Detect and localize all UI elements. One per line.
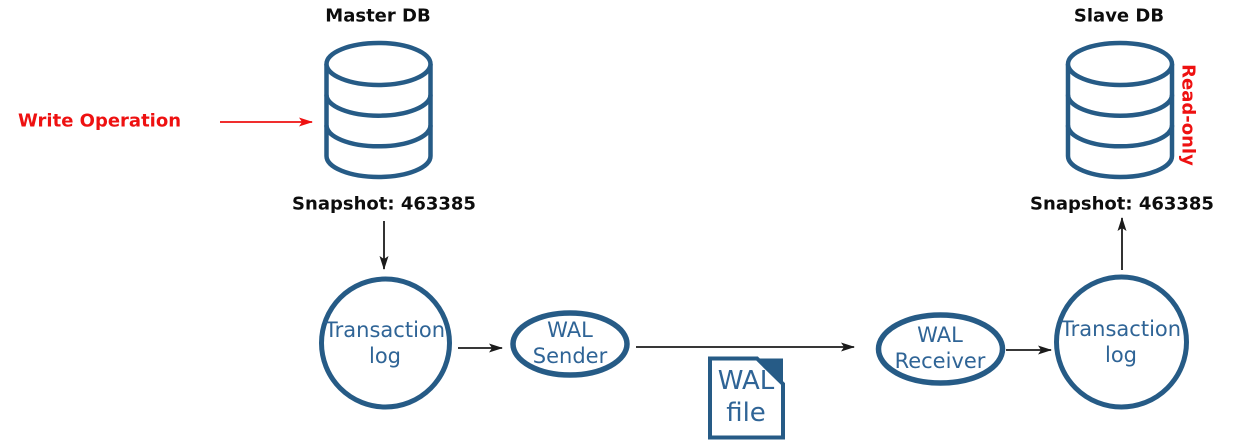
transaction-log-right-circle [1054,274,1189,410]
transaction-log-left-label: Transaction log [324,318,446,368]
master-db-title: Master DB [325,5,431,27]
slave-snapshot-label: Snapshot: 463385 [1030,193,1214,215]
wal-sender-label: WAL Sender [532,318,608,368]
transaction-log-right-label: Transaction log [1060,317,1182,367]
master-snapshot-label: Snapshot: 463385 [292,193,476,215]
wal-receiver-label: WAL Receiver [894,323,986,373]
wal-file-icon [708,356,785,440]
write-operation-label: Write Operation [18,110,182,132]
read-only-badge: Read-only [1177,64,1199,166]
master-db-icon [324,40,433,180]
transaction-log-left-circle [319,276,452,410]
wal-sender-ellipse [510,310,630,378]
wal-file-label: WAL file [717,366,775,428]
slave-db-icon [1065,40,1175,180]
slave-db-title: Slave DB [1073,5,1165,27]
wal-receiver-ellipse [875,312,1006,386]
